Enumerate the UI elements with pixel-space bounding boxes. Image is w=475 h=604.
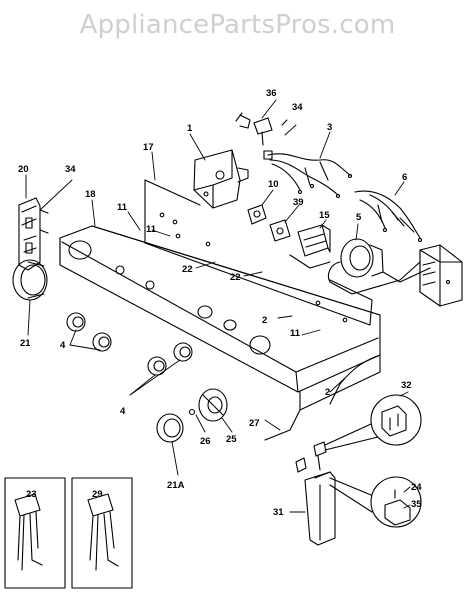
callout-32: 32 [401,380,412,391]
callout-11-mid: 11 [146,224,157,235]
part-31-bracket [296,442,335,545]
inset-29 [72,478,132,588]
right-control-board [420,245,462,306]
part-10-switch [248,205,266,224]
part-17-rear-bracket [145,180,372,325]
callout-39: 39 [293,197,304,208]
callout-31: 31 [273,507,284,518]
callout-29: 29 [92,489,103,500]
callout-24: 24 [411,482,422,493]
part-20-end-bracket [19,198,48,270]
part-3-wire-harness [264,151,352,198]
part-27-outline [265,384,340,440]
part-15-selector-switch [290,225,330,268]
detail-circle-35 [330,477,421,527]
callout-1: 1 [187,123,193,134]
callout-35: 35 [411,499,422,510]
callout-15: 15 [319,210,330,221]
callout-27: 27 [249,418,260,429]
callout-11-right: 11 [290,328,301,339]
callout-21a: 21A [167,480,185,491]
part-36-switch [236,113,287,145]
callout-labels: 1 2 2 3 4 4 5 6 10 11 11 11 15 17 18 20 … [18,88,422,518]
part-21-knob [13,260,47,300]
callout-26: 26 [200,436,211,447]
callout-23: 23 [26,489,37,500]
callout-3: 3 [327,122,332,133]
callout-21: 21 [20,338,31,349]
callout-4-left: 4 [60,340,66,351]
part-26-screw [190,410,195,415]
part-4-knobs [67,313,192,375]
inset-23 [5,478,65,588]
callout-34-left: 34 [65,164,76,175]
callout-4-right: 4 [120,406,126,417]
callout-18: 18 [85,189,96,200]
part-21a-knob [157,414,183,442]
leader-lines [26,100,410,512]
callout-34-top: 34 [292,102,303,113]
part-6-wire-harness [355,191,422,241]
callout-17: 17 [143,142,154,153]
callout-5: 5 [356,212,362,223]
part-18-control-panel [60,226,380,410]
callout-20: 20 [18,164,29,175]
callout-36: 36 [266,88,277,99]
callout-6: 6 [402,172,407,183]
callout-22-top: 22 [182,264,193,275]
callout-25: 25 [226,434,237,445]
part-5-pressure-switch [328,239,383,282]
callout-22-bottom: 22 [230,272,241,283]
part-25-dial [199,389,227,421]
part-39-switch [270,220,290,241]
part-1-timer [194,150,248,208]
callout-2-lower: 2 [325,387,330,398]
callout-2-mid: 2 [262,315,267,326]
callout-10: 10 [268,179,279,190]
callout-11-top: 11 [117,202,128,213]
detail-circle-32 [325,395,421,450]
